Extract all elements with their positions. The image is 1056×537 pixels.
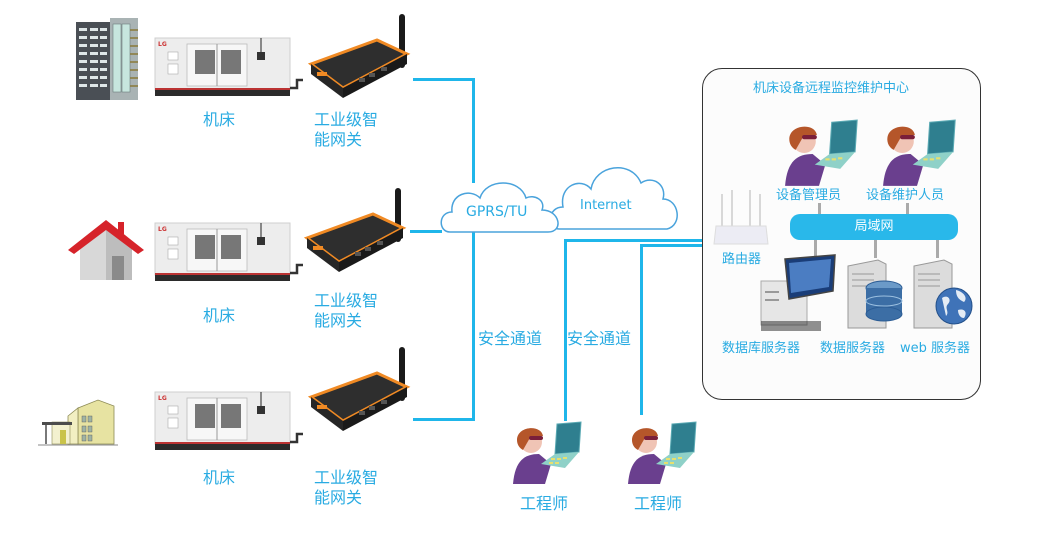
- lan-bar: 局域网: [790, 214, 958, 240]
- staff-label-admin: 设备管理员: [776, 188, 842, 203]
- secure-channel-label-1: 安全通道: [478, 329, 543, 348]
- internet-cloud-label: Internet: [580, 198, 632, 213]
- link-engineer1-h: [564, 239, 714, 242]
- gateway-device-icon: [303, 188, 407, 272]
- link-trunk-v-bottom: [472, 232, 475, 420]
- internet-cloud-icon: [549, 167, 678, 230]
- cnc-machine-icon: LG: [154, 222, 303, 281]
- machine-label-3: 机床: [203, 468, 236, 487]
- gprs-cloud-label: GPRS/TU: [466, 204, 528, 220]
- gprs-cloud-icon: [440, 182, 559, 233]
- office-building-icon: [76, 18, 138, 100]
- engineer-with-laptop-icon: [513, 421, 582, 484]
- svg-text:LG: LG: [158, 41, 167, 48]
- gateway-label-3-line1: 工业级智: [314, 468, 379, 487]
- connector-admin-lan: [818, 203, 821, 215]
- connector-lan-webserver: [936, 240, 939, 258]
- router-icon: [713, 190, 769, 245]
- connector-maintainer-lan: [906, 203, 909, 215]
- gateway-label-2-line1: 工业级智: [314, 291, 379, 310]
- gateway-label-1-line1: 工业级智: [314, 110, 379, 129]
- cnc-machine-icon: LG: [154, 391, 303, 450]
- gateway-label-3-line2: 能网关: [314, 488, 363, 507]
- link-gateway3-h: [413, 418, 475, 421]
- server-label-database: 数据库服务器: [722, 341, 801, 356]
- engineer-label-2: 工程师: [634, 494, 683, 513]
- engineer-with-laptop-icon: [628, 421, 697, 484]
- link-engineer2-h: [640, 244, 714, 247]
- data-server-icon: [847, 259, 903, 329]
- maintainer-with-laptop-icon: [883, 119, 956, 186]
- server-label-data: 数据服务器: [820, 341, 886, 356]
- gateway-device-icon: [307, 347, 411, 431]
- secure-channel-label-2: 安全通道: [567, 329, 632, 348]
- factory-building-icon: [38, 399, 118, 446]
- engineer-label-1: 工程师: [520, 494, 569, 513]
- router-label: 路由器: [722, 252, 762, 267]
- connector-lan-dataserver: [874, 240, 877, 258]
- svg-text:LG: LG: [158, 226, 167, 233]
- gateway-label-1-line2: 能网关: [314, 130, 363, 149]
- link-engineer2-v: [640, 244, 643, 415]
- database-server-computer-icon: [760, 254, 836, 331]
- monitoring-center-title: 机床设备远程监控维护中心: [753, 81, 910, 96]
- server-label-web: web 服务器: [900, 341, 971, 356]
- link-gateway2-h: [410, 230, 442, 233]
- link-trunk-v-top: [472, 78, 475, 183]
- machine-label-1: 机床: [203, 110, 236, 129]
- admin-with-laptop-icon: [785, 119, 858, 186]
- svg-text:LG: LG: [158, 395, 167, 402]
- cnc-machine-icon: LG: [154, 37, 303, 96]
- machine-label-2: 机床: [203, 306, 236, 325]
- connector-lan-dbserver: [814, 240, 817, 258]
- gateway-label-2-line2: 能网关: [314, 311, 363, 330]
- house-icon: [68, 220, 144, 280]
- web-server-icon: [913, 259, 973, 329]
- link-gateway1-h: [413, 78, 475, 81]
- staff-label-maintainer: 设备维护人员: [866, 188, 945, 203]
- link-engineer1-v: [564, 239, 567, 421]
- gateway-device-icon: [307, 14, 411, 98]
